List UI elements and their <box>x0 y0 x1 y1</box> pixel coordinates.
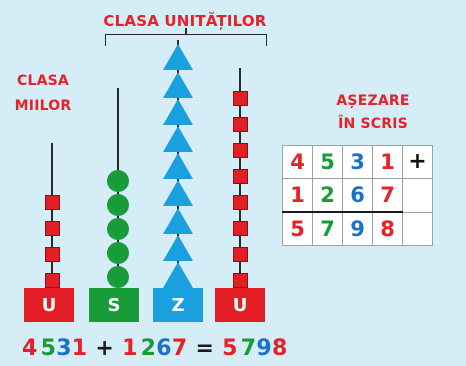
green-circle-bead <box>107 266 129 288</box>
eq-r-tens: 9 <box>256 336 272 361</box>
red-square-bead <box>232 221 248 236</box>
red-square-bead <box>44 195 60 210</box>
digit-cell: 6 <box>342 178 373 213</box>
place-label-hundreds: S <box>89 288 139 322</box>
green-circle-bead <box>107 170 129 192</box>
digit-cell: 1 <box>372 145 403 179</box>
green-circle-bead <box>107 218 129 240</box>
table-row: 4 5 3 1 + <box>282 145 433 179</box>
digit-cell: 5 <box>312 145 343 179</box>
green-circle-bead <box>107 242 129 264</box>
red-square-bead <box>44 273 60 288</box>
eq-equals: = <box>195 336 215 361</box>
digit-cell: 3 <box>342 145 373 179</box>
digit-cell: 5 <box>282 211 313 246</box>
green-circle-bead <box>107 194 129 216</box>
table-row: 1 2 6 7 <box>282 178 433 213</box>
digit-cell: 2 <box>312 178 343 213</box>
blue-triangle-bead <box>163 98 193 125</box>
digit-cell: 8 <box>372 211 403 246</box>
digit-cell: 1 <box>282 178 313 213</box>
thousands-class-line-1: CLASA <box>17 73 69 89</box>
eq-a-hundreds: 5 <box>40 336 57 361</box>
eq-r-units: 8 <box>271 336 288 361</box>
blue-triangle-bead <box>163 153 193 180</box>
digit-cell: 7 <box>372 178 403 213</box>
blue-triangle-bead <box>163 262 193 288</box>
digit-cell: 7 <box>312 211 343 246</box>
blue-triangle-bead <box>163 126 193 152</box>
red-square-bead <box>232 195 248 210</box>
written-form-table: 4 5 3 1 + 1 2 6 7 5 7 9 8 <box>282 145 433 246</box>
red-square-bead <box>232 247 248 262</box>
red-square-bead <box>44 221 60 236</box>
table-row: 5 7 9 8 <box>282 211 433 246</box>
red-square-bead <box>232 91 248 106</box>
place-label-tens: Z <box>153 288 203 322</box>
eq-a-tens: 3 <box>56 336 72 361</box>
eq-b-thousands: 1 <box>122 336 138 361</box>
eq-plus: + <box>95 336 115 361</box>
digit-cell: 4 <box>282 145 313 179</box>
place-label-units: U <box>215 288 265 322</box>
blue-triangle-bead <box>163 71 193 98</box>
eq-b-tens: 6 <box>156 336 172 361</box>
blue-triangle-bead <box>163 234 193 261</box>
thousands-class-label: CLASA MIILOR <box>4 72 82 115</box>
rod-thousands <box>51 143 53 289</box>
blue-triangle-bead <box>163 207 193 234</box>
bracket-center-tick <box>185 28 187 35</box>
blue-triangle-bead <box>163 180 193 207</box>
eq-a-units: 1 <box>71 336 88 361</box>
plus-sign: + <box>402 145 433 179</box>
red-square-bead <box>232 143 248 158</box>
red-square-bead <box>232 117 248 132</box>
eq-b-units: 7 <box>171 336 188 361</box>
units-class-label: CLASA UNITĂȚILOR <box>103 12 267 30</box>
writing-title-line-1: AȘEZARE <box>336 93 410 109</box>
eq-b-hundreds: 2 <box>140 336 157 361</box>
red-square-bead <box>232 169 248 184</box>
digit-cell: 9 <box>342 211 373 246</box>
eq-a-thousands: 4 <box>22 336 38 361</box>
red-square-bead <box>232 273 248 288</box>
empty-sign-cell <box>402 211 433 246</box>
eq-r-hundreds: 7 <box>240 336 257 361</box>
red-square-bead <box>44 247 60 262</box>
writing-title-line-2: ÎN SCRIS <box>338 116 408 132</box>
place-label-thousands-units: U <box>24 288 74 322</box>
thousands-class-line-2: MIILOR <box>14 98 72 114</box>
empty-sign-cell <box>402 178 433 213</box>
writing-title: AȘEZARE ÎN SCRIS <box>308 92 438 133</box>
blue-triangle-bead <box>163 44 193 71</box>
eq-r-thousands: 5 <box>222 336 238 361</box>
equation: 4 531 + 1 267 = 5 798 <box>22 336 288 362</box>
